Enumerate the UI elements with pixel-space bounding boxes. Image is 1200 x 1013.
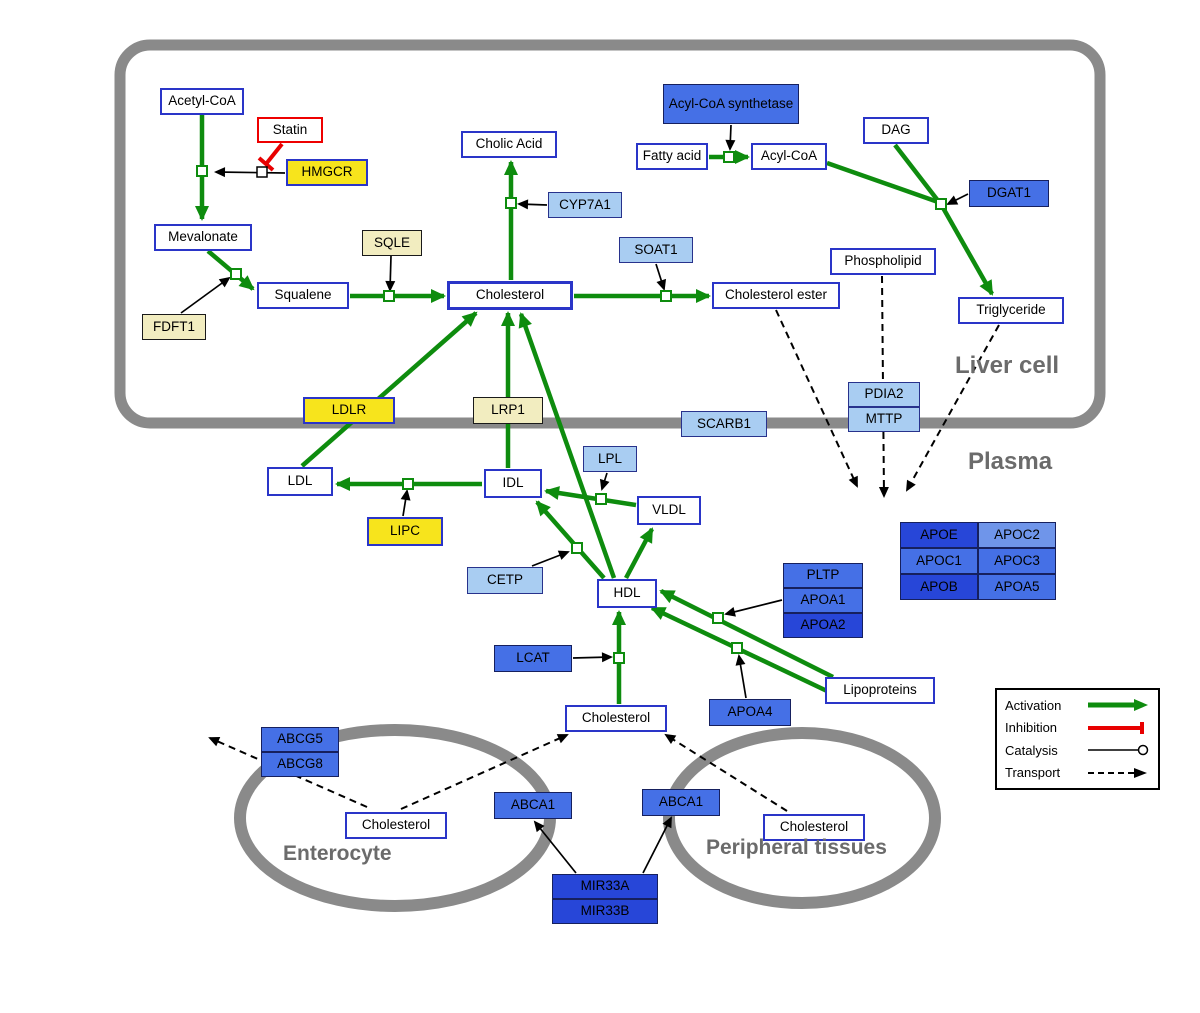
legend-inhibition: Inhibition <box>1005 718 1150 738</box>
catalysis-junction-node <box>256 166 268 178</box>
node-fdft1[interactable]: FDFT1 <box>142 314 206 340</box>
inhibition-edge <box>257 142 284 172</box>
node-mttp[interactable]: MTTP <box>848 407 920 432</box>
node-abcg5[interactable]: ABCG5 <box>261 727 339 752</box>
legend-catalysis: Catalysis <box>1005 740 1150 760</box>
node-cholesterol-plasma[interactable]: Cholesterol <box>565 705 667 732</box>
node-apoa2[interactable]: APOA2 <box>783 613 863 638</box>
inhibition-tbar-icon <box>1088 721 1144 734</box>
enterocyte-label: Enterocyte <box>283 842 392 865</box>
node-acyl-coa-synthetase[interactable]: Acyl-CoA synthetase <box>663 84 799 124</box>
node-acetyl-coa[interactable]: Acetyl-CoA <box>160 88 244 115</box>
node-abca1-peripheral[interactable]: ABCA1 <box>642 789 720 816</box>
node-apoc1[interactable]: APOC1 <box>900 548 978 574</box>
node-ldl[interactable]: LDL <box>267 467 333 496</box>
node-apoa5[interactable]: APOA5 <box>978 574 1056 600</box>
node-squalene[interactable]: Squalene <box>257 282 349 309</box>
legend-catalysis-label: Catalysis <box>1005 742 1058 758</box>
node-abca1-enterocyte[interactable]: ABCA1 <box>494 792 572 819</box>
legend-transport-label: Transport <box>1005 765 1061 781</box>
node-acyl-coa[interactable]: Acyl-CoA <box>751 143 827 170</box>
node-lrp1[interactable]: LRP1 <box>473 397 543 424</box>
plasma-label: Plasma <box>968 448 1053 475</box>
node-apoc3[interactable]: APOC3 <box>978 548 1056 574</box>
node-soat1[interactable]: SOAT1 <box>619 237 693 263</box>
node-lipoproteins[interactable]: Lipoproteins <box>825 677 935 704</box>
node-idl[interactable]: IDL <box>484 469 542 498</box>
node-mir33a[interactable]: MIR33A <box>552 874 658 899</box>
node-hdl[interactable]: HDL <box>597 579 657 608</box>
catalysis-edges <box>180 124 969 874</box>
node-phospholipid[interactable]: Phospholipid <box>830 248 936 275</box>
node-apoa4[interactable]: APOA4 <box>709 699 791 726</box>
node-hmgcr[interactable]: HMGCR <box>286 159 368 186</box>
liver-cell-label: Liver cell <box>955 352 1060 379</box>
node-mevalonate[interactable]: Mevalonate <box>154 224 252 251</box>
node-statin[interactable]: Statin <box>257 117 323 143</box>
node-mir33b[interactable]: MIR33B <box>552 899 658 924</box>
node-dgat1[interactable]: DGAT1 <box>969 180 1049 207</box>
node-dag[interactable]: DAG <box>863 117 929 144</box>
node-vldl[interactable]: VLDL <box>637 496 701 525</box>
node-pdia2[interactable]: PDIA2 <box>848 382 920 407</box>
node-lpl[interactable]: LPL <box>583 446 637 472</box>
peripheral-tissues-label: Peripheral tissues <box>706 836 887 859</box>
node-cholesterol-ester[interactable]: Cholesterol ester <box>712 282 840 309</box>
node-sqle[interactable]: SQLE <box>362 230 422 256</box>
node-ldlr[interactable]: LDLR <box>303 397 395 424</box>
reaction-nodes <box>196 151 947 664</box>
transport-dashed-arrow-icon <box>1088 767 1147 778</box>
liver-cell-membrane <box>114 39 1106 429</box>
node-apoc2[interactable]: APOC2 <box>978 522 1056 548</box>
node-lcat[interactable]: LCAT <box>494 645 572 672</box>
node-cyp7a1[interactable]: CYP7A1 <box>548 192 622 218</box>
node-apoe[interactable]: APOE <box>900 522 978 548</box>
activation-arrow-icon <box>1088 699 1148 712</box>
node-cholic-acid[interactable]: Cholic Acid <box>461 131 557 158</box>
legend-activation-label: Activation <box>1005 697 1062 713</box>
node-apoa1[interactable]: APOA1 <box>783 588 863 613</box>
legend: Activation Inhibition Catalysis Transpor… <box>995 688 1160 790</box>
legend-transport: Transport <box>1005 763 1150 783</box>
node-cholesterol-enterocyte[interactable]: Cholesterol <box>345 812 447 839</box>
node-cholesterol-peripheral[interactable]: Cholesterol <box>763 814 865 841</box>
node-apob[interactable]: APOB <box>900 574 978 600</box>
catalysis-circle-icon <box>1088 745 1149 756</box>
node-triglyceride[interactable]: Triglyceride <box>958 297 1064 324</box>
node-abcg8[interactable]: ABCG8 <box>261 752 339 777</box>
node-fatty-acid[interactable]: Fatty acid <box>636 143 708 170</box>
node-lipc[interactable]: LIPC <box>367 517 443 546</box>
node-pltp[interactable]: PLTP <box>783 563 863 588</box>
legend-inhibition-label: Inhibition <box>1005 720 1058 736</box>
legend-activation: Activation <box>1005 695 1150 715</box>
node-cetp[interactable]: CETP <box>467 567 543 594</box>
node-scarb1[interactable]: SCARB1 <box>681 411 767 437</box>
node-cholesterol-liver[interactable]: Cholesterol <box>447 281 573 310</box>
